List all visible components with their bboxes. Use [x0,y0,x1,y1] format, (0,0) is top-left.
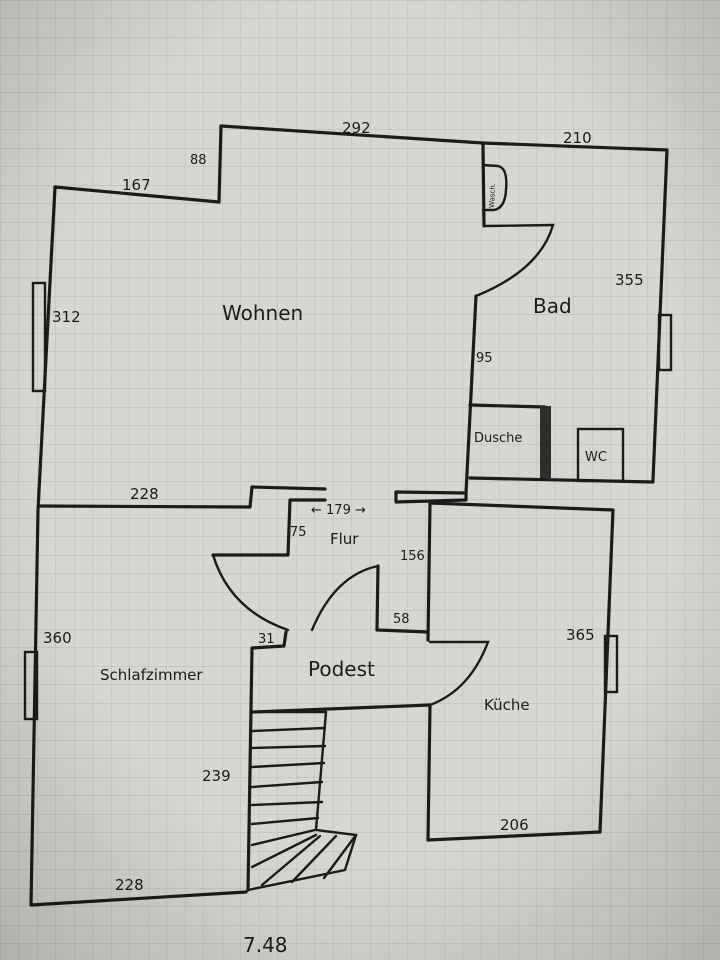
dim-239: 239 [202,767,231,785]
room-label-kueche: Küche [484,696,530,714]
dim-156: 156 [400,549,425,564]
room-label-flur: Flur [330,530,359,548]
dim-292: 292 [342,119,371,137]
dim-31: 31 [258,632,275,647]
dim-312: 312 [52,308,81,326]
dim-206: 206 [500,816,529,834]
room-label-wohnen: Wohnen [222,301,303,325]
room-label-dusche: Dusche [474,431,522,446]
dim-167: 167 [122,176,151,194]
dim-210: 210 [563,129,592,147]
dim-88: 88 [190,153,207,168]
dim-58: 58 [393,612,410,627]
room-label-bad: Bad [533,294,572,318]
room-label-schlafzimmer: Schlafzimmer [100,666,203,684]
dim-75: 75 [290,525,307,540]
dim-365: 365 [566,626,595,644]
dim-95: 95 [476,351,493,366]
dim-360: 360 [43,629,72,647]
room-label-podest: Podest [308,657,375,681]
dim-179: ← 179 → [311,503,366,518]
dim-355: 355 [615,271,644,289]
room-label-wc: WC [585,450,607,465]
dim-228-bottom: 228 [115,876,144,894]
dim-228-top: 228 [130,485,159,503]
page-number: 7.48 [243,933,288,957]
washbasin-label: Wasch. [488,183,497,208]
shower-wall-hatch [540,406,551,478]
